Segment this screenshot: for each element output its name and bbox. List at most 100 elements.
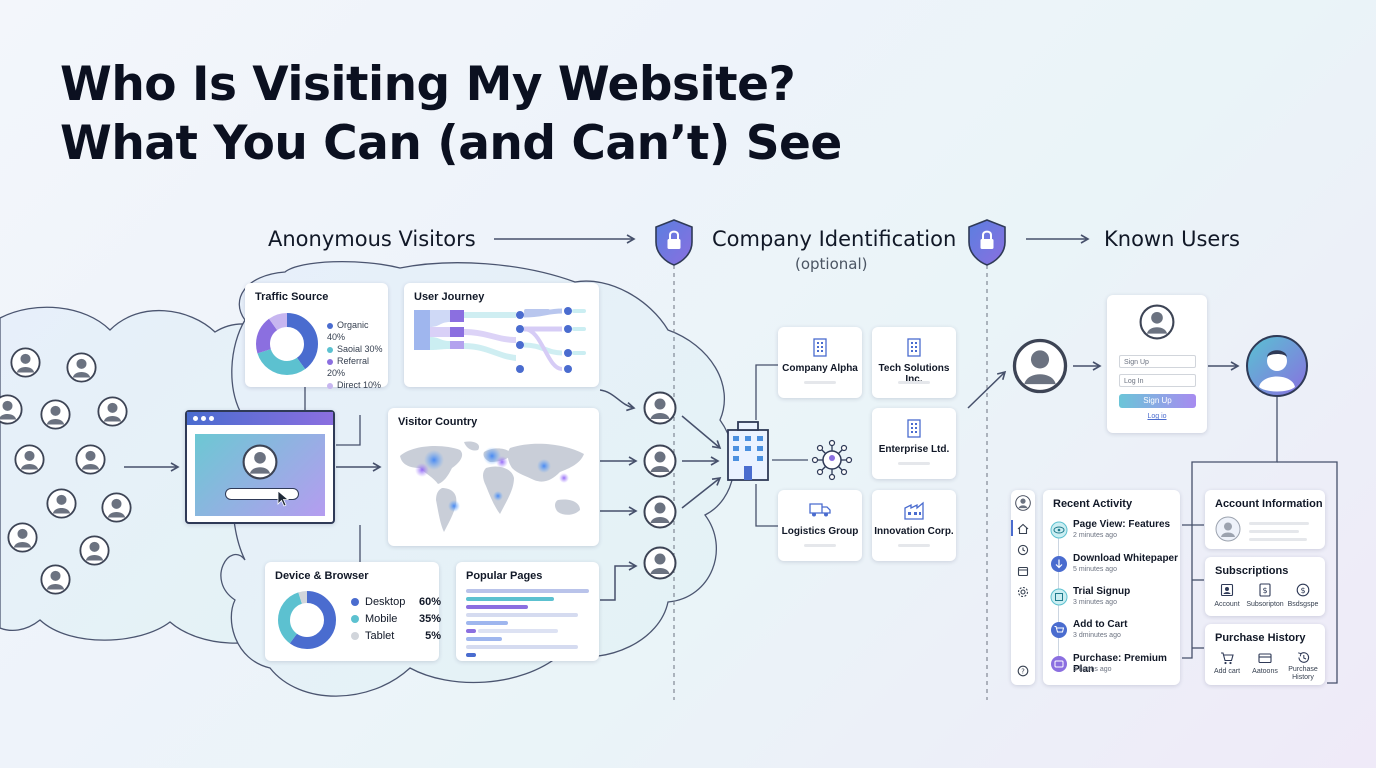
activity-item: Download Whitepaper 5 minutes ago <box>1043 552 1180 582</box>
anonymous-person-icon <box>7 522 38 553</box>
visitor-avatar-icon <box>643 495 677 529</box>
donut-slice <box>256 313 318 375</box>
popular-pages-title: Popular Pages <box>466 570 543 582</box>
anonymous-person-icon <box>75 444 106 475</box>
traffic-source-title: Traffic Source <box>255 291 329 303</box>
gear-icon[interactable] <box>1017 586 1029 598</box>
activity-item: Trial Signup 3 minutes ago <box>1043 585 1180 615</box>
connector <box>755 364 778 420</box>
login-link[interactable]: Log io <box>1147 413 1167 420</box>
account-information-card: Account Information <box>1205 490 1325 549</box>
page-bar <box>466 621 508 625</box>
activity-item: Purchase: Premium Plan 3 hoons ago <box>1043 652 1180 682</box>
building-icon <box>907 338 921 357</box>
legend-item: Organic 40% <box>327 320 369 342</box>
connector <box>755 484 778 527</box>
page-bar <box>478 629 558 633</box>
identified-user-icon <box>1012 338 1068 394</box>
building-icon <box>813 338 827 357</box>
company-name: Tech Solutions Inc. <box>878 363 950 385</box>
profile-icon[interactable] <box>1015 495 1031 511</box>
download-icon <box>1051 556 1067 572</box>
title-line-1: Who Is Visiting My Website? <box>60 57 796 112</box>
connector <box>1182 397 1278 659</box>
company-name: Company Alpha <box>782 363 858 374</box>
browser-titlebar <box>187 412 333 425</box>
svg-text:$: $ <box>1262 586 1267 595</box>
activity-item: Page View: Features 2 minutes ago <box>1043 518 1180 548</box>
purchase-icon <box>1051 656 1067 672</box>
recent-activity-title: Recent Activity <box>1053 498 1133 510</box>
anonymous-person-icon <box>40 399 71 430</box>
svg-text:$: $ <box>1300 586 1305 595</box>
world-map <box>400 441 584 532</box>
signup-field[interactable]: Sign Up <box>1119 355 1196 368</box>
user-journey-flow <box>414 307 586 373</box>
shield-icon <box>655 219 693 266</box>
factory-icon <box>904 501 924 520</box>
purchase-history-title: Purchase History <box>1215 632 1306 644</box>
known-user-icon <box>1246 335 1308 397</box>
donut-slice <box>256 313 318 375</box>
building-icon <box>907 419 921 438</box>
page-bar <box>466 645 578 649</box>
clock-icon[interactable] <box>1017 544 1029 556</box>
legend-item: Referral 20% <box>327 356 370 378</box>
company-card-logistics: Logistics Group <box>778 490 862 561</box>
anonymous-person-icon <box>0 394 23 425</box>
dollar-document-icon: $ <box>1259 583 1271 597</box>
arrow <box>967 370 1007 409</box>
device-browser-title: Device & Browser <box>275 570 369 582</box>
calendar-icon[interactable] <box>1017 565 1029 577</box>
visitor-country-title: Visitor Country <box>398 416 478 428</box>
stage-anonymous-visitors: Anonymous Visitors <box>268 227 476 251</box>
browser-window <box>185 410 335 524</box>
anonymous-person-icon <box>101 492 132 523</box>
account-information-title: Account Information <box>1215 498 1323 510</box>
page-bar <box>466 605 528 609</box>
login-card: Sign Up Log In Sign Up Log io <box>1107 295 1207 433</box>
connector <box>336 415 361 446</box>
network-identification-icon <box>811 439 853 481</box>
app-sidebar: ? <box>1011 490 1035 685</box>
cart-icon <box>1221 652 1234 665</box>
anonymous-person-icon <box>66 352 97 383</box>
page-bar <box>466 653 476 657</box>
stage-company-note: (optional) <box>795 255 868 273</box>
history-icon <box>1298 652 1310 663</box>
visitor-country-card: Visitor Country <box>388 408 599 546</box>
eye-icon <box>1050 521 1068 539</box>
company-card-tech-solutions: Tech Solutions Inc. <box>872 327 956 398</box>
title-line-2: What You Can (and Can’t) See <box>60 116 842 171</box>
page-bar <box>466 613 578 617</box>
card-icon <box>1258 653 1272 664</box>
traffic-source-legend: Organic 40% Saoial 30% Referral 20% Dire… <box>327 319 388 391</box>
legend-item: Direct 10% <box>327 379 388 391</box>
user-journey-card: User Journey <box>404 283 599 387</box>
help-icon[interactable]: ? <box>1017 665 1029 677</box>
company-card-alpha: Company Alpha <box>778 327 862 398</box>
donut-slice <box>256 313 318 375</box>
page-bar <box>466 629 476 633</box>
anonymous-person-icon <box>79 535 110 566</box>
stage-company-identification: Company Identification <box>712 227 957 251</box>
stage-known-users: Known Users <box>1104 227 1240 251</box>
traffic-source-donut <box>256 313 318 375</box>
company-name: Innovation Corp. <box>874 526 954 537</box>
arrow <box>681 415 722 450</box>
page-bar <box>466 637 502 641</box>
popular-pages-card: Popular Pages <box>456 562 599 661</box>
recent-activity-card: Recent Activity Page View: Features 2 mi… <box>1043 490 1180 685</box>
anonymous-person-icon <box>97 396 128 427</box>
page-bar <box>466 589 589 593</box>
signup-button[interactable]: Sign Up <box>1119 394 1196 408</box>
account-avatar-icon <box>1215 516 1241 542</box>
traffic-source-card: Traffic Source Organic 40% Saoial 30% Re… <box>245 283 388 390</box>
home-icon[interactable] <box>1017 523 1029 535</box>
login-field[interactable]: Log In <box>1119 374 1196 387</box>
cursor-icon <box>277 490 290 507</box>
dollar-circle-icon: $ <box>1296 583 1310 597</box>
legend-item: Saoial 30% <box>327 343 388 355</box>
